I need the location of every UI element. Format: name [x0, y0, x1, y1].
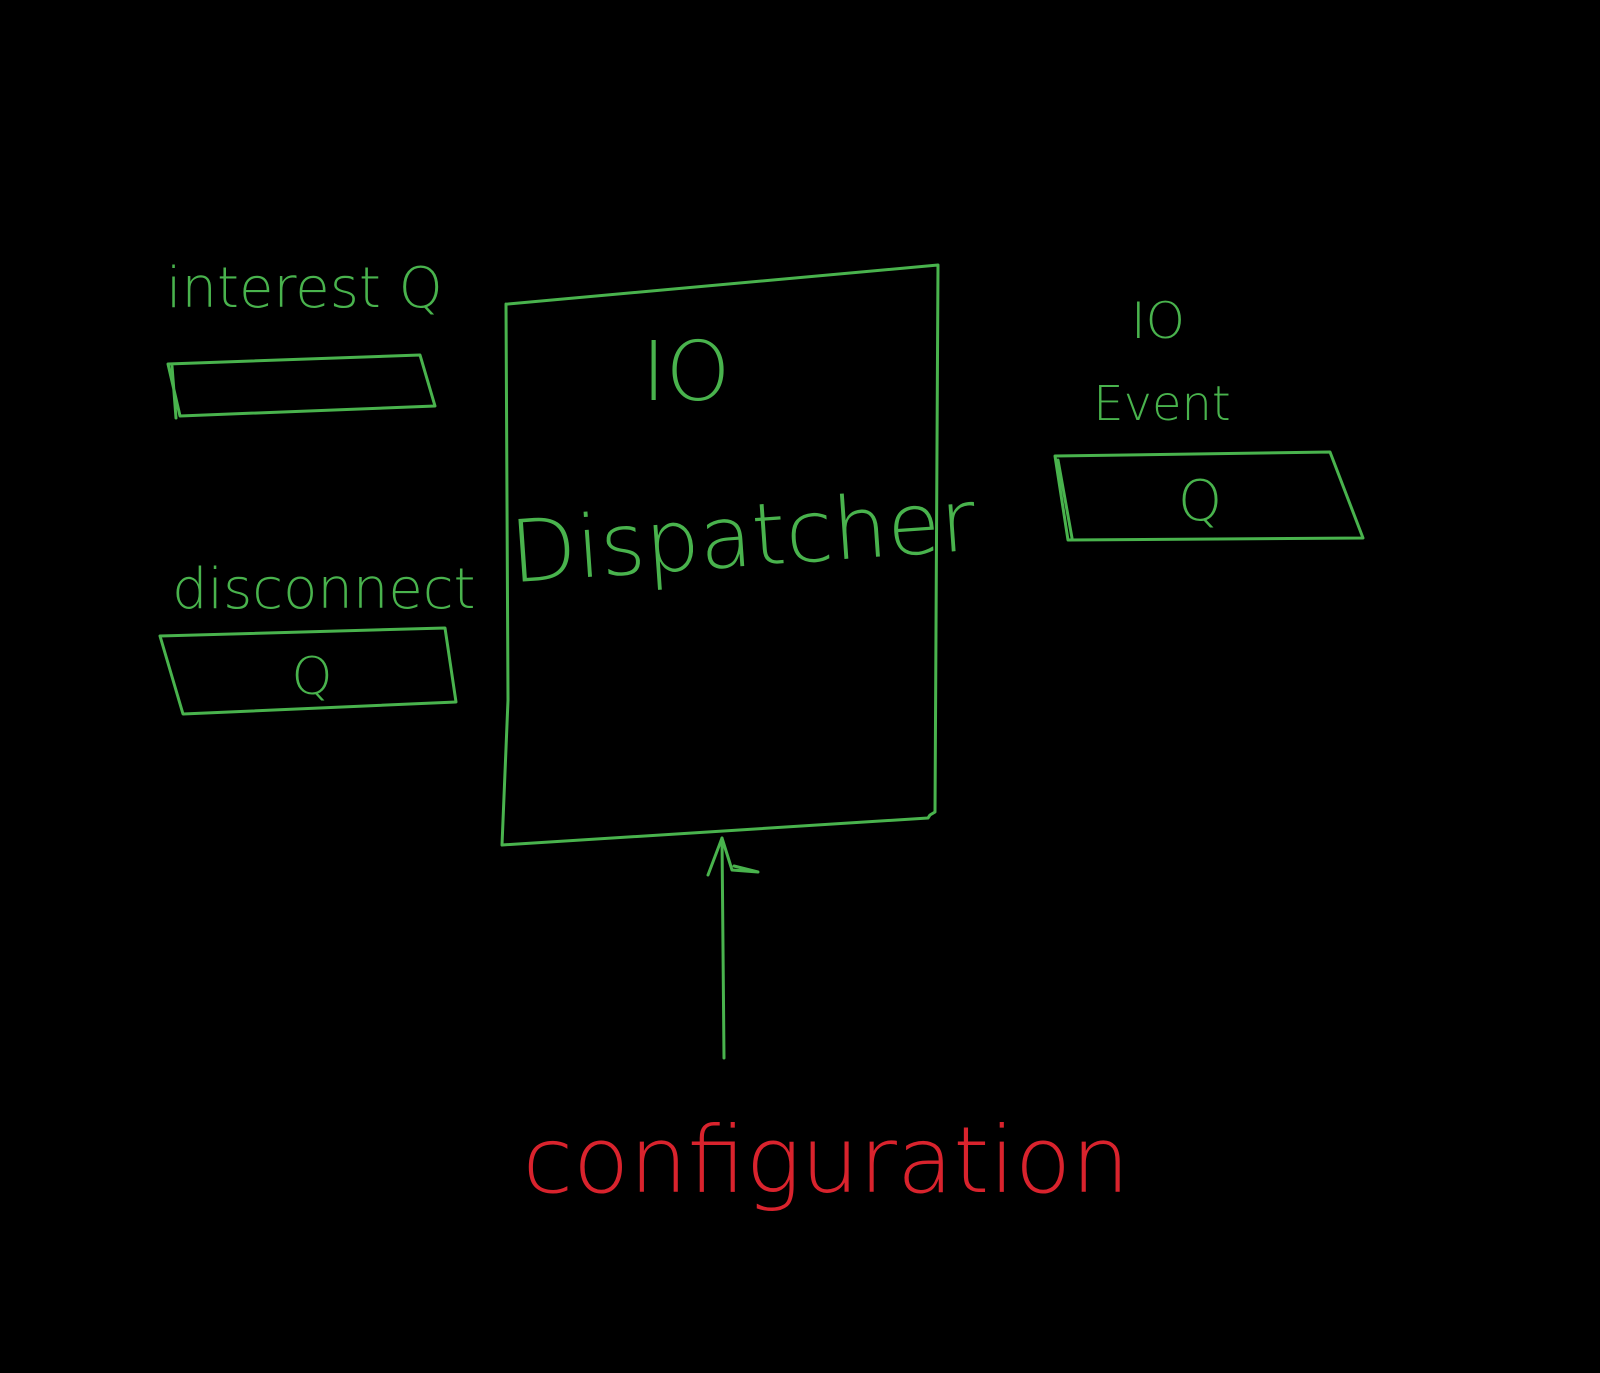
event-queue-box [1053, 450, 1365, 542]
event-queue-inner: Q [1178, 469, 1222, 534]
event-queue: IO Event Q [1053, 292, 1365, 542]
configuration-label: configuration [522, 1107, 1129, 1214]
disconnect-queue-inner: Q [292, 647, 333, 707]
io-dispatcher-box [500, 263, 940, 847]
io-dispatcher-title-line2: Dispatcher [507, 471, 979, 603]
event-queue-label-line2: Event [1093, 376, 1231, 432]
interest-queue: interest Q [166, 256, 443, 420]
configuration-arrow-shaft [720, 836, 726, 1060]
event-queue-label-line1: IO [1131, 292, 1185, 350]
disconnect-queue-box [158, 626, 458, 716]
disconnect-queue: disconnect Q [158, 557, 476, 716]
io-dispatcher-title-line1: IO [642, 325, 731, 420]
io-dispatcher: IO Dispatcher [500, 263, 979, 847]
configuration-arrow-head [706, 836, 760, 877]
disconnect-queue-label: disconnect [172, 557, 476, 622]
interest-queue-label: interest Q [166, 256, 443, 321]
configuration-arrow [706, 836, 760, 1060]
interest-queue-box [166, 353, 437, 420]
